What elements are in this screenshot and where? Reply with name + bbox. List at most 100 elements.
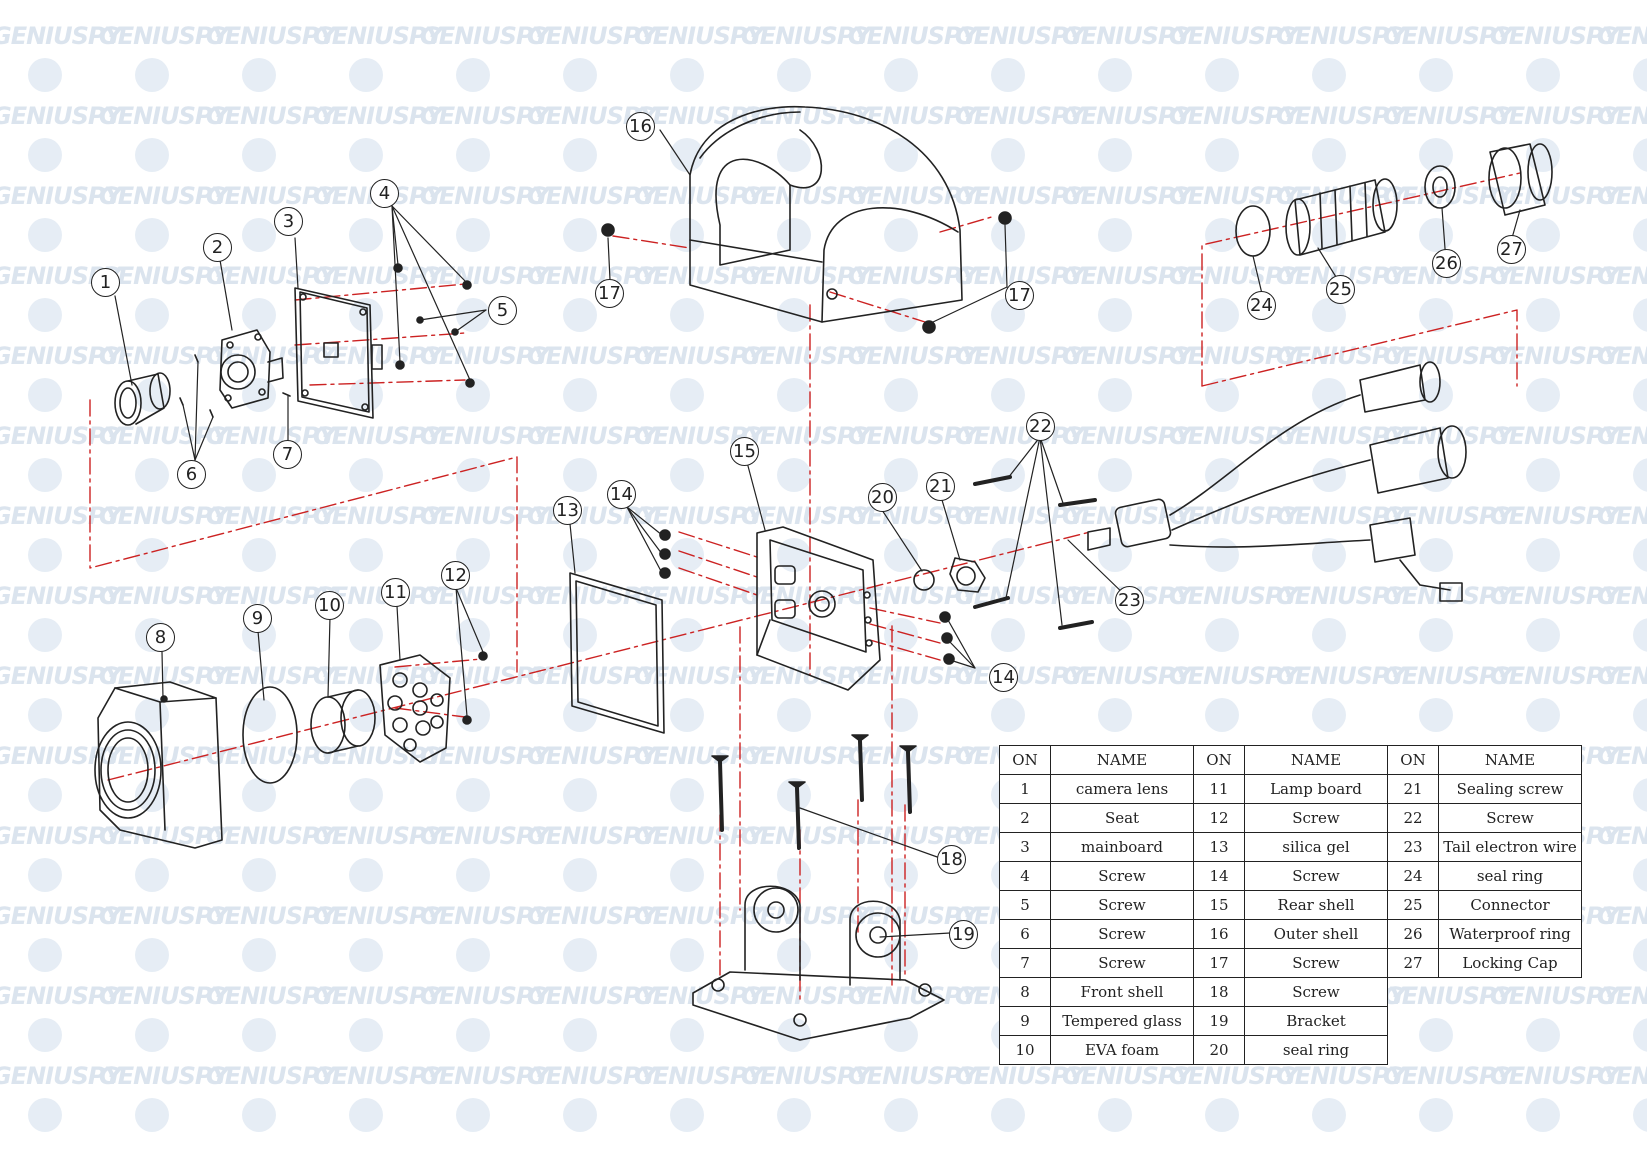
part-number-cell: 10 bbox=[999, 1035, 1051, 1065]
callout-26: 26 bbox=[1432, 249, 1461, 278]
callout-14-left: 14 bbox=[607, 480, 636, 509]
part-name-cell: Connector bbox=[1438, 890, 1582, 920]
part-number-cell: 8 bbox=[999, 977, 1051, 1007]
header-name: NAME bbox=[1438, 745, 1582, 775]
part-name-cell: Screw bbox=[1244, 948, 1388, 978]
part-number-cell: 3 bbox=[999, 832, 1051, 862]
part-number-cell: 17 bbox=[1193, 948, 1245, 978]
part-number-cell: 12 bbox=[1193, 803, 1245, 833]
callout-24: 24 bbox=[1247, 291, 1276, 320]
callout-2: 2 bbox=[203, 233, 232, 262]
part-number-cell: 13 bbox=[1193, 832, 1245, 862]
part-number-cell: 9 bbox=[999, 1006, 1051, 1036]
part-name-cell: mainboard bbox=[1050, 832, 1194, 862]
lamp-board-part bbox=[379, 654, 451, 763]
part-number-cell: 24 bbox=[1387, 861, 1439, 891]
front-shell-part bbox=[94, 681, 223, 849]
callout-27: 27 bbox=[1497, 235, 1526, 264]
part-number-cell: 27 bbox=[1387, 948, 1439, 978]
callout-6: 6 bbox=[177, 460, 206, 489]
part-name-cell: seal ring bbox=[1244, 1035, 1388, 1065]
callout-17-left: 17 bbox=[595, 279, 624, 308]
part-name-cell: Bracket bbox=[1244, 1006, 1388, 1036]
header-name: NAME bbox=[1050, 745, 1194, 775]
part-number-cell: 2 bbox=[999, 803, 1051, 833]
part-name-cell: Rear shell bbox=[1244, 890, 1388, 920]
part-name-cell: Locking Cap bbox=[1438, 948, 1582, 978]
outer-shell-part bbox=[689, 105, 963, 323]
sealing-screw-part bbox=[949, 557, 986, 593]
header-on: ON bbox=[1193, 745, 1245, 775]
header-name: NAME bbox=[1244, 745, 1388, 775]
silica-gel-part bbox=[569, 572, 665, 734]
callout-18: 18 bbox=[937, 845, 966, 874]
callout-8: 8 bbox=[146, 623, 175, 652]
part-name-cell: Lamp board bbox=[1244, 774, 1388, 804]
callout-25: 25 bbox=[1326, 275, 1355, 304]
part-number-cell: 4 bbox=[999, 861, 1051, 891]
part-name-cell: Screw bbox=[1244, 977, 1388, 1007]
part-number-cell: 6 bbox=[999, 919, 1051, 949]
part-number-cell: 21 bbox=[1387, 774, 1439, 804]
part-name-cell: EVA foam bbox=[1050, 1035, 1194, 1065]
part-number-cell: 16 bbox=[1193, 919, 1245, 949]
part-number-cell: 7 bbox=[999, 948, 1051, 978]
callout-9: 9 bbox=[243, 604, 272, 633]
part-number-cell: 19 bbox=[1193, 1006, 1245, 1036]
callout-19: 19 bbox=[949, 920, 978, 949]
part-name-cell: Screw bbox=[1244, 861, 1388, 891]
part-number-cell: 11 bbox=[1193, 774, 1245, 804]
screws-14 bbox=[659, 529, 955, 665]
part-number-cell: 14 bbox=[1193, 861, 1245, 891]
callout-15: 15 bbox=[730, 437, 759, 466]
part-name-cell: Waterproof ring bbox=[1438, 919, 1582, 949]
locking-cap-part bbox=[1488, 143, 1553, 216]
callout-22: 22 bbox=[1026, 412, 1055, 441]
part-name-cell: Screw bbox=[1050, 919, 1194, 949]
part-name-cell: Screw bbox=[1244, 803, 1388, 833]
part-number-cell: 22 bbox=[1387, 803, 1439, 833]
part-name-cell: Tempered glass bbox=[1050, 1006, 1194, 1036]
part-name-cell: Outer shell bbox=[1244, 919, 1388, 949]
header-on: ON bbox=[1387, 745, 1439, 775]
callout-21: 21 bbox=[926, 472, 955, 501]
callout-14-right: 14 bbox=[989, 663, 1018, 692]
part-name-cell: seal ring bbox=[1438, 861, 1582, 891]
callout-5: 5 bbox=[488, 296, 517, 325]
part-name-cell: Seat bbox=[1050, 803, 1194, 833]
seal-ring-part-20 bbox=[913, 569, 935, 591]
callout-20: 20 bbox=[868, 483, 897, 512]
leader-lines bbox=[114, 129, 1521, 938]
part-number-cell: 25 bbox=[1387, 890, 1439, 920]
callout-16: 16 bbox=[626, 112, 655, 141]
part-name-cell: Sealing screw bbox=[1438, 774, 1582, 804]
callout-10: 10 bbox=[315, 591, 344, 620]
callout-11: 11 bbox=[381, 578, 410, 607]
part-number-cell: 5 bbox=[999, 890, 1051, 920]
part-name-cell: Screw bbox=[1438, 803, 1582, 833]
callout-13: 13 bbox=[553, 496, 582, 525]
callout-4: 4 bbox=[370, 179, 399, 208]
